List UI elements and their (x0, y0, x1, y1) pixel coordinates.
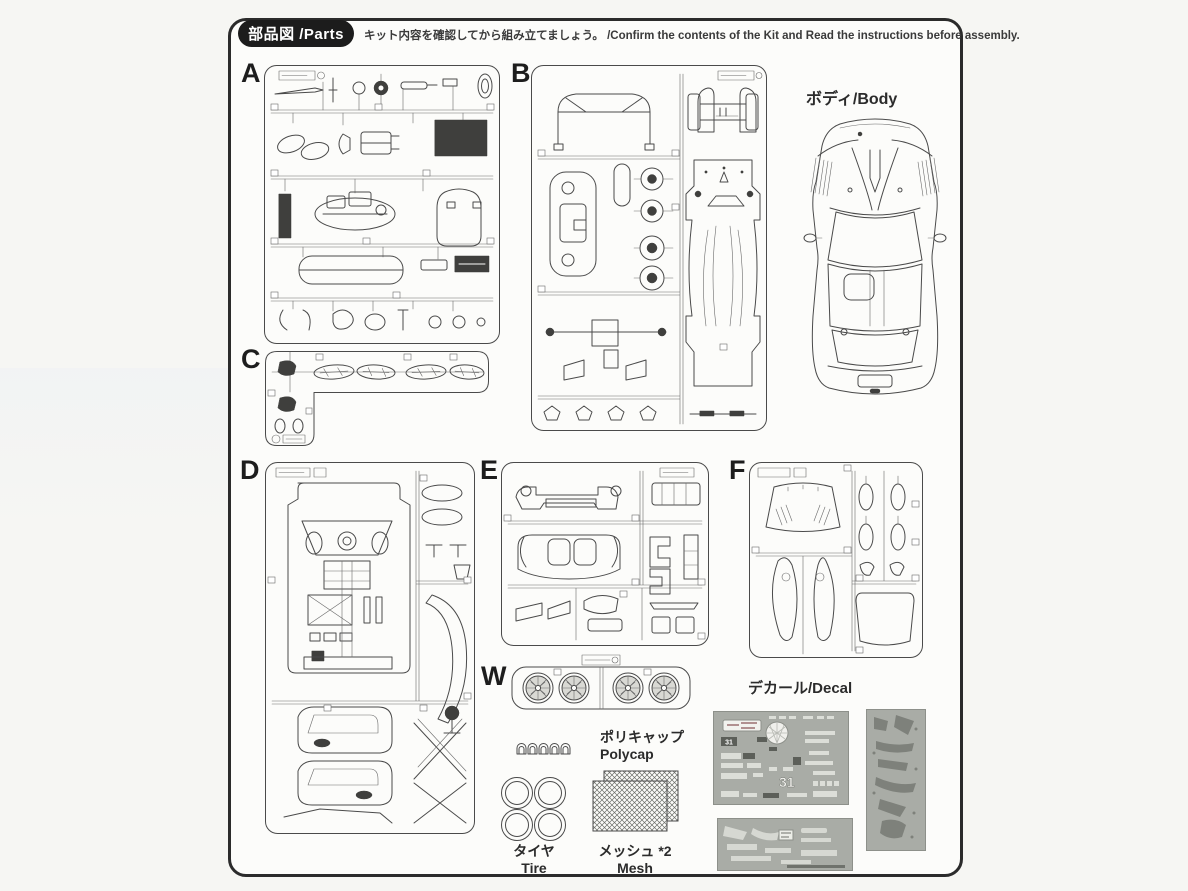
parts-title-text: 部品図 /Parts (248, 26, 344, 43)
mesh-illustration (592, 770, 679, 832)
sprue-a-illustration (264, 65, 500, 344)
sprue-b-letter: B (511, 58, 531, 88)
decal-sheet-main-illustration: 31 31 (713, 711, 849, 805)
mesh-label-jp: メッシュ *2 (598, 843, 672, 859)
sprue-c-letter: C (241, 344, 261, 374)
dark-lamp-part (277, 360, 297, 376)
tire-label-jp: タイヤ (513, 843, 555, 859)
sprue-w-illustration (511, 654, 691, 710)
sprue-e-letter: E (480, 455, 499, 485)
sprue-f-panel (748, 461, 924, 659)
header-note: キット内容を確認してから組み立てましょう。 /Confirm the conte… (364, 30, 1020, 42)
sprue-d-illustration (265, 462, 475, 834)
dark-plate-part (434, 119, 488, 157)
tire-illustration (501, 777, 566, 841)
wheel-part (558, 672, 590, 704)
mesh-illustration-wrap (592, 770, 680, 834)
body-illustration-wrap (800, 112, 950, 402)
mesh-label: メッシュ *2 Mesh (580, 843, 690, 877)
decal-number-31-small: 31 (725, 740, 733, 747)
wheel-part (612, 672, 644, 704)
decal-sheet-bottom (717, 818, 853, 871)
decal-label: デカール/Decal (748, 680, 853, 697)
parts-title-badge: 部品図 /Parts (238, 20, 354, 47)
polycap-label-jp: ポリキャップ (600, 729, 684, 745)
sprue-e-illustration (501, 462, 709, 646)
scan-shading (0, 368, 230, 538)
mask-sheet-illustration (866, 709, 926, 851)
decal-sheet-bottom-illustration (717, 818, 853, 871)
sprue-w-letter: W (481, 661, 507, 691)
polycap-illustration (516, 743, 571, 755)
wheel-part (522, 672, 554, 704)
tire-label: タイヤ Tire (500, 843, 568, 877)
car-body-top-view (803, 118, 947, 395)
sprue-d-panel (264, 461, 476, 835)
body-label: ボディ/Body (806, 91, 898, 108)
sprue-e-panel (500, 461, 710, 647)
dark-bar-part (278, 193, 292, 239)
race-number-badge (721, 737, 737, 746)
polycap-label-en: Polycap (600, 746, 654, 762)
tire-label-en: Tire (521, 860, 547, 876)
decal-sheet-mask (866, 709, 926, 851)
decal-sheet-main: 31 31 (713, 711, 849, 805)
sprue-w-panel (504, 654, 698, 712)
decal-number-31-large: 31 (779, 774, 795, 790)
sprue-b-panel (530, 64, 768, 432)
sprue-a-letter: A (241, 58, 261, 88)
polycap-label: ポリキャップ Polycap (600, 729, 684, 763)
sprue-d-letter: D (240, 455, 260, 485)
mesh-label-en: Mesh (617, 860, 653, 876)
polycap-illustration-wrap (516, 739, 572, 756)
sprue-c-panel (264, 350, 490, 448)
shell-logo (765, 721, 789, 745)
sprue-c-illustration (265, 351, 489, 446)
sprue-f-illustration (749, 462, 923, 658)
sprue-f-letter: F (729, 455, 746, 485)
sprue-a-panel (263, 64, 501, 345)
tire-illustration-wrap (500, 776, 568, 842)
wheel-part (648, 672, 680, 704)
sprue-b-illustration (531, 65, 767, 431)
mesh-qty: *2 (658, 843, 672, 859)
dark-lamp-part-2 (277, 396, 297, 412)
